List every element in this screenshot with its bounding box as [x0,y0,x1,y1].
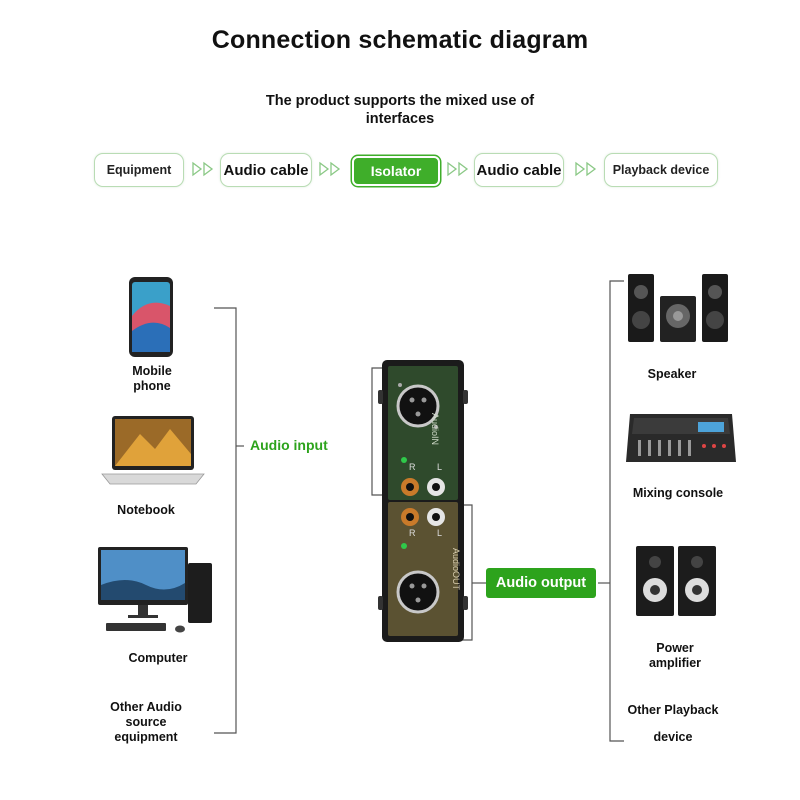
device-in-text: AudioIN [430,413,440,446]
smartphone-icon [129,277,173,357]
double-arrow-icon [318,160,344,183]
flow-step-isolator: Isolator [352,156,440,186]
jack-right-label: R [409,462,416,472]
mixing-console-icon [626,414,736,462]
double-arrow-icon [574,160,600,183]
device-label-other-playback: Other Playback device [627,703,719,744]
jack-left-label: L [437,528,443,538]
audio-input-label: Audio input [250,437,328,453]
device-label-power-amplifier: Power amplifier [648,641,702,670]
flow-step-audio-cable-1: Audio cable [220,153,312,187]
flow-step-audio-cable-2: Audio cable [474,153,564,187]
laptop-icon [101,416,205,485]
device-out-text: AudioOUT [451,548,461,591]
device-label-mixing-console: Mixing console [632,486,724,500]
device-label-computer: Computer [128,651,188,665]
speaker-system-icon [628,274,728,342]
flow-step-playback-device: Playback device [604,153,718,187]
double-arrow-icon [446,160,472,183]
device-label-mobile-phone: Mobile phone [132,364,172,393]
isolator-device [378,360,468,642]
flow-step-equipment: Equipment [94,153,184,187]
page-title: Connection schematic diagram [211,26,589,54]
jack-right-label: R [409,528,416,538]
jack-left-label: L [437,462,443,472]
device-label-notebook: Notebook [117,503,175,517]
desktop-computer-icon [98,547,212,633]
bookshelf-speakers-icon [636,546,716,616]
device-label-other-source: Other Audio source equipment [110,700,182,744]
double-arrow-icon [191,160,217,183]
page-subtitle: The product supports the mixed use of in… [265,93,535,127]
audio-output-label: Audio output [486,568,596,598]
device-label-speaker: Speaker [647,367,697,381]
